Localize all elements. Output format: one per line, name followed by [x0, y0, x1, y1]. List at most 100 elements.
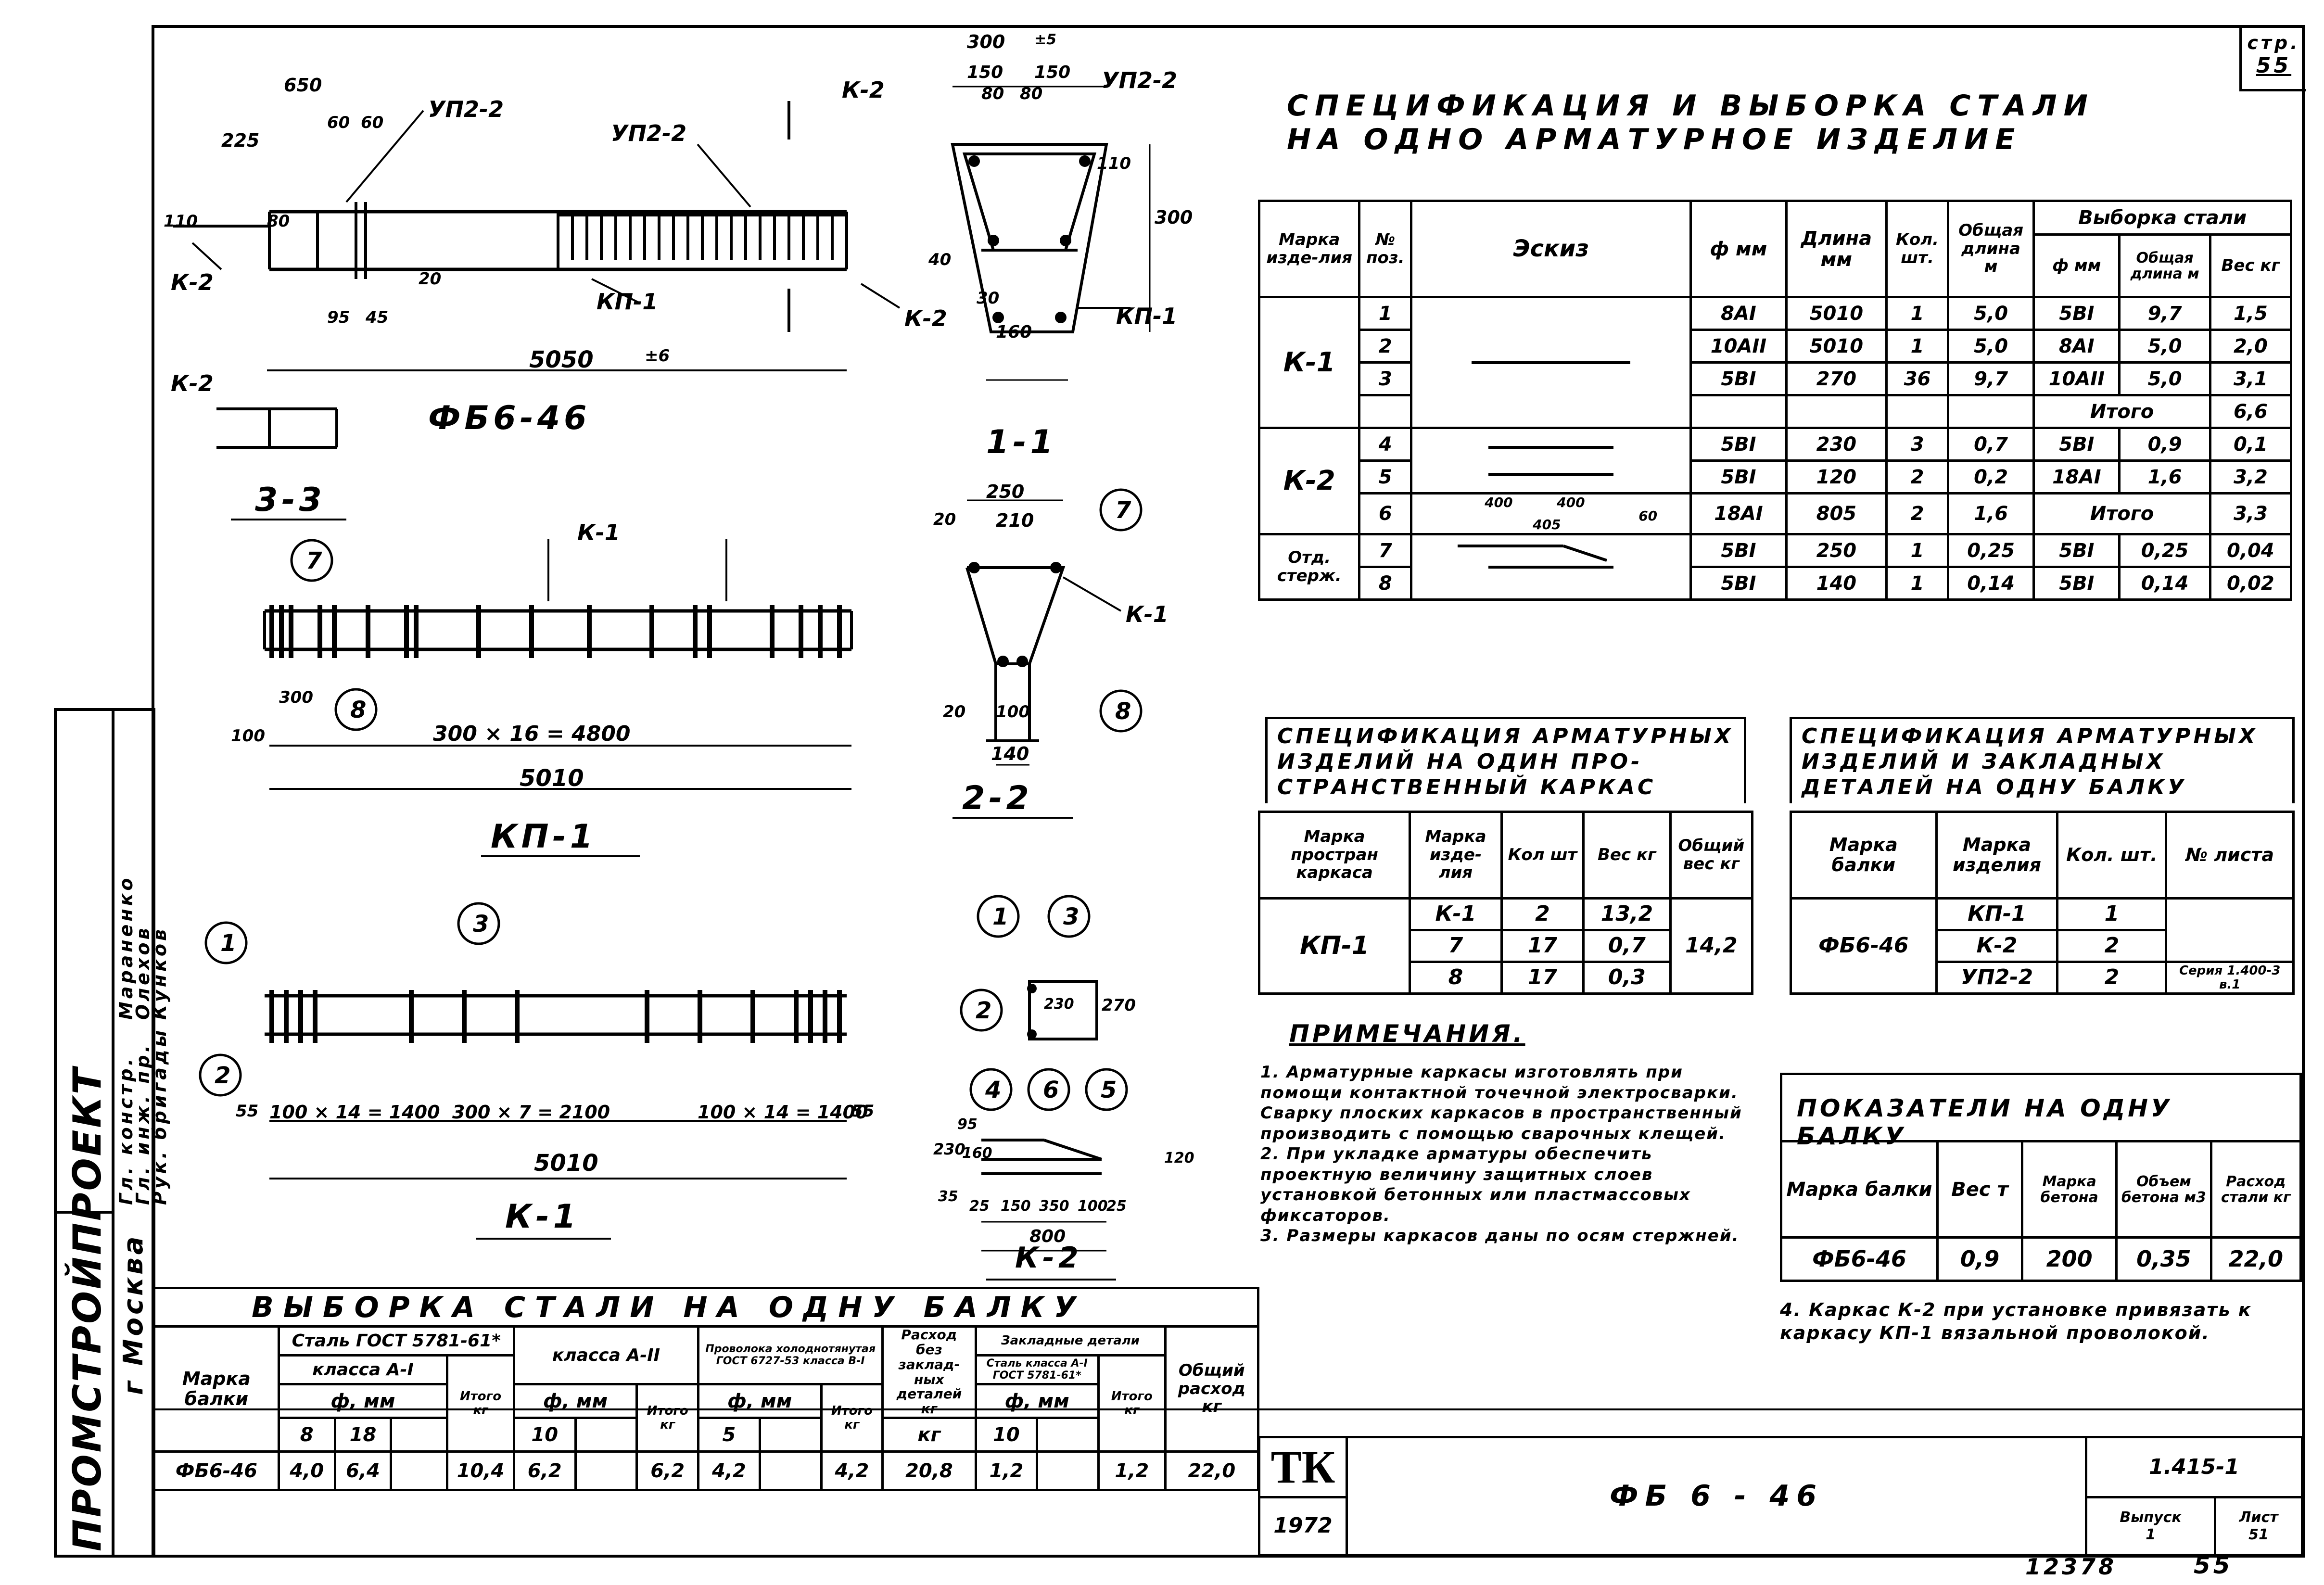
th: Сталь ГОСТ 5781-61*	[277, 1325, 515, 1357]
cell: 0,35	[2115, 1236, 2212, 1282]
th: кг	[881, 1417, 977, 1453]
th-total-len: Общая длина м	[1946, 200, 2035, 298]
th: 10	[974, 1417, 1039, 1453]
cell: 3,1	[2209, 361, 2293, 396]
cell: 6,6	[2209, 394, 2293, 429]
cell: 20,8	[881, 1450, 977, 1491]
th: ф, мм	[277, 1383, 449, 1419]
strip-row-3: Рук. бригады	[149, 1027, 170, 1205]
table-row: ФБ6-46 4,0 6,4 10,4 6,2 6,2 4,2 4,2 20,8…	[153, 1450, 1260, 1491]
title-k2: К-2	[1015, 1241, 1082, 1275]
th: ф, мм	[512, 1383, 638, 1419]
cell: 1,5	[2209, 296, 2293, 331]
label-kp1-b: КП-1	[1116, 303, 1178, 329]
org-name: ПРОМСТРОЙПРОЕКТ	[65, 1066, 110, 1551]
page-str-label: стр.	[2247, 32, 2300, 53]
cell: 6	[1358, 492, 1413, 535]
cell: 0,25	[2118, 533, 2211, 568]
table-row: К-2 4 5BI 230 3 0,7 5BI 0,9 0,1	[1257, 427, 2293, 535]
dim-100x14b: 100 × 14 = 1400	[698, 1102, 868, 1123]
th: Итого кг	[635, 1383, 700, 1453]
table-row: Итого 6,6	[1259, 394, 2293, 429]
table-row: К-2 2	[1791, 929, 2294, 963]
sketch6-b: 400	[1557, 495, 1585, 510]
dim-80a: 80	[981, 84, 1004, 103]
cell: 5010	[1785, 329, 1888, 364]
cell-itogo: Итого	[2032, 492, 2211, 535]
page-number-box: стр. 55	[2239, 26, 2306, 91]
dim-110: 110	[164, 212, 198, 231]
cell: 0,9	[1936, 1236, 2024, 1282]
callout-4: 4	[985, 1077, 1002, 1103]
cell-frame-mark: КП-1	[1257, 897, 1411, 995]
cell: 5,0	[1946, 329, 2035, 364]
sketch6-a: 400	[1485, 495, 1513, 510]
th: Общий расход кг	[1164, 1325, 1260, 1453]
dim-20b: 20	[943, 702, 966, 722]
title-year: 1972	[1258, 1496, 1348, 1556]
cell: 1	[1885, 533, 1949, 568]
dim-5050: 5050	[529, 346, 594, 373]
label-k2-d: К-2	[171, 370, 214, 396]
table-row: УП2-2 2 Серия 1.400-3 в.1	[1791, 961, 2295, 995]
dim-150b: 150	[1034, 63, 1071, 82]
cell: 8	[1409, 961, 1503, 995]
cell: 0,14	[1946, 566, 2035, 601]
dim-120: 120	[1164, 1150, 1194, 1167]
label-upg-c: УП2-2	[1102, 67, 1178, 93]
title-list: Лист 51	[2214, 1496, 2303, 1556]
dim-150c: 150	[1001, 1198, 1031, 1215]
cell: 2	[2056, 961, 2168, 995]
dim-225a: 225	[221, 130, 260, 151]
dim-45: 45	[366, 308, 389, 327]
title-block: ТК ФБ 6 - 46 1.415-1 1972 Выпуск 1 Лист …	[1258, 1436, 2303, 1556]
title-kp1: КП-1	[491, 818, 597, 856]
cell: 2	[1500, 897, 1585, 931]
cell: 0,9	[2118, 427, 2211, 462]
label-k2-a: К-2	[842, 77, 885, 103]
dim-60b: 60	[361, 113, 384, 132]
cell: 3,3	[2209, 492, 2293, 535]
th: Итого кг	[446, 1354, 515, 1453]
th: 5	[697, 1417, 761, 1453]
cell: 1	[1885, 329, 1949, 364]
sketch6-c: 405	[1533, 517, 1561, 533]
title-series: 1.415-1	[2085, 1436, 2303, 1498]
cell: 5,0	[2118, 361, 2211, 396]
th-sample: Выборка стали	[2032, 200, 2292, 236]
th: ф, мм	[974, 1383, 1100, 1419]
cell: 1,6	[1946, 492, 2035, 535]
cell: 4	[1358, 427, 1413, 462]
th: Вес кг	[1582, 811, 1672, 900]
table-row: ФБ6-46 КП-1 1	[1790, 897, 2295, 995]
notes: ПРИМЕЧАНИЯ. 1. Арматурные каркасы изгото…	[1260, 1020, 1770, 1246]
th-mark: Марка изде-лия	[1257, 200, 1361, 298]
dim-pm5: ±5	[1034, 31, 1057, 48]
cell: 13,2	[1582, 897, 1672, 931]
dim-20: 20	[419, 269, 442, 289]
dim-300s: 300	[279, 688, 313, 707]
cell: 0,25	[1946, 533, 2035, 568]
cell: 2	[1885, 459, 1949, 495]
cell: 5	[1358, 459, 1413, 495]
th: Расход стали кг	[2210, 1140, 2302, 1239]
org-city: г Москва	[118, 1233, 149, 1395]
cell: 5BI	[1689, 566, 1788, 601]
callout-8: 8	[350, 697, 367, 723]
dim-80b: 80	[1020, 84, 1043, 103]
cell: 10,4	[446, 1450, 515, 1491]
cell: 10АII	[2032, 361, 2121, 396]
cell: 200	[2021, 1236, 2118, 1282]
table-row: 5 5BI 120 2 0,2 18АI 1,6 3,2	[1259, 459, 2293, 495]
th-sample-wt: Вес кг	[2209, 233, 2293, 298]
callout-2b: 2	[976, 997, 992, 1024]
dim-150a: 150	[967, 63, 1003, 82]
th-qty: Кол. шт.	[1885, 200, 1949, 298]
cell: 3,2	[2209, 459, 2293, 495]
cell: 5BI	[2032, 427, 2121, 462]
cell: 5BI	[2032, 296, 2121, 331]
cell-mark-otd: Отд. стерж.	[1257, 533, 1361, 601]
logo-tk: ТК	[1258, 1436, 1348, 1498]
dim-300top: 300	[967, 31, 1005, 52]
title-vyp-label: Выпуск	[2120, 1509, 2182, 1526]
